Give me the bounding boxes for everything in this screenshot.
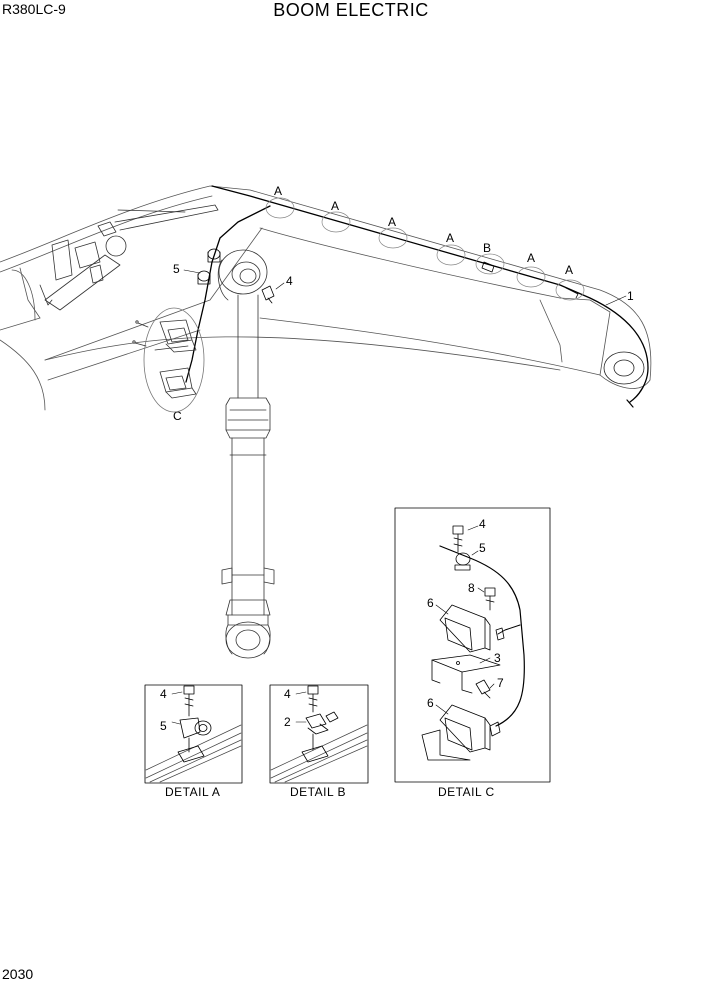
main-callouts: A A A A B A A 1 4 5 C [173,184,634,423]
harness-end [626,399,634,408]
detail-c-label-bolt: 8 [468,581,475,595]
model-code: R380LC-9 [2,1,66,17]
callout-a: A [565,263,573,277]
callout-1: 1 [627,289,634,303]
leader-lines [183,269,627,306]
cylinder-mount [39,204,219,311]
detail-c-label-lamp: 6 [427,596,434,610]
boom-body [0,185,652,411]
detail-a-panel [144,684,243,784]
main-harness [185,185,649,403]
detail-c-labels: 4 5 6 8 3 7 6 DETAIL C [427,517,504,799]
page-number: 2030 [2,966,34,982]
callout-4: 4 [286,274,293,288]
detail-b-caption: DETAIL B [290,785,346,799]
detail-c-label-clamp: 5 [479,541,486,555]
detail-b-panel [269,684,369,784]
clip-b [481,261,579,299]
detail-a-labels: 4 5 DETAIL A [160,687,220,799]
detail-c-label-lamp: 6 [427,696,434,710]
detail-c-label-bracket: 3 [494,651,501,665]
detail-b-label-clip: 2 [284,715,291,729]
main-bolt-4 [261,285,275,304]
clamp-circles [265,197,585,301]
detail-b-label-bolt: 4 [284,687,291,701]
callout-a: A [331,199,339,213]
detail-a-label-bolt: 4 [160,687,167,701]
detail-c-label-bolt: 7 [497,676,504,690]
detail-a-label-clamp: 5 [160,719,167,733]
detail-a-caption: DETAIL A [165,785,220,799]
detail-b-labels: 4 2 DETAIL B [284,687,346,799]
detail-c-small [132,307,205,413]
detail-c-panel [394,507,551,783]
callout-5: 5 [173,262,180,276]
detail-c-caption: DETAIL C [438,785,495,799]
callout-b: B [483,241,491,255]
boom-cylinder [217,249,275,659]
main-clamp-5 [197,248,221,285]
callout-c: C [173,409,182,423]
callout-a: A [446,231,454,245]
detail-c-label-bolt: 4 [479,517,486,531]
page-title: BOOM ELECTRIC [273,0,429,20]
callout-a: A [388,215,396,229]
callout-a: A [274,184,282,198]
callout-a: A [527,251,535,265]
